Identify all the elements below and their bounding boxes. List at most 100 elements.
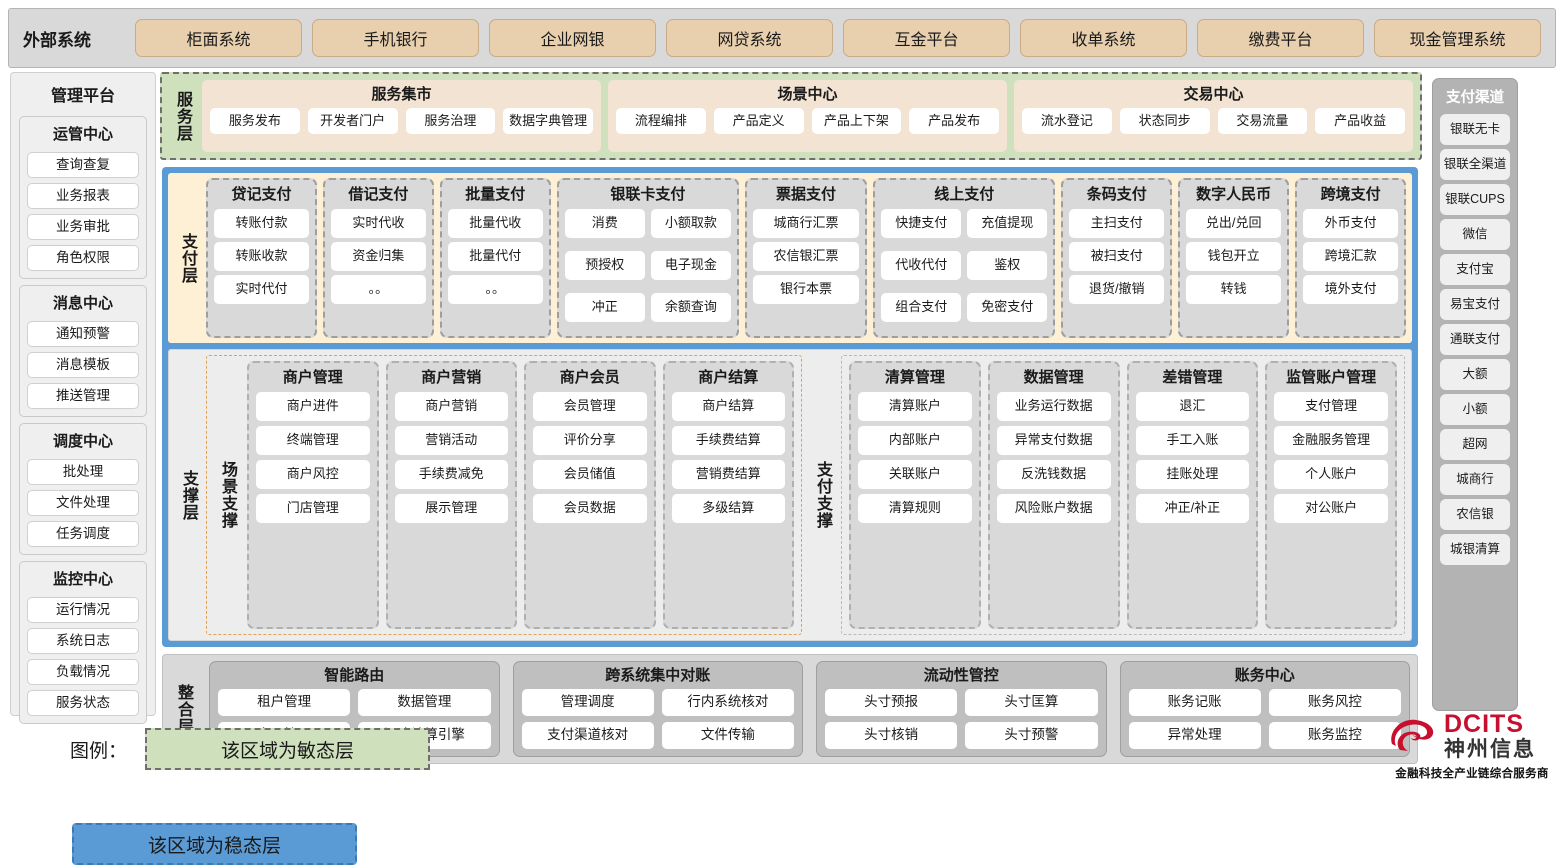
support-item[interactable]: 退汇 <box>1135 392 1250 421</box>
external-system-chip[interactable]: 收单系统 <box>1020 19 1187 57</box>
support-item[interactable]: 金融服务管理 <box>1274 426 1388 455</box>
payment-channel-item[interactable]: 超网 <box>1440 429 1510 460</box>
support-item[interactable]: 营销费结算 <box>671 460 785 489</box>
payment-item[interactable]: 兑出/兑回 <box>1186 209 1282 238</box>
payment-item[interactable]: 转账收款 <box>214 242 309 271</box>
payment-item[interactable]: 农信银汇票 <box>752 242 860 271</box>
support-item[interactable]: 手续费减免 <box>394 460 508 489</box>
management-item[interactable]: 负载情况 <box>27 659 139 685</box>
integration-item[interactable]: 管理调度 <box>521 689 654 716</box>
service-item[interactable]: 产品上下架 <box>811 108 902 134</box>
payment-channel-item[interactable]: 城商行 <box>1440 464 1510 495</box>
support-item[interactable]: 多级结算 <box>671 494 785 523</box>
external-system-chip[interactable]: 网贷系统 <box>666 19 833 57</box>
support-item[interactable]: 会员储值 <box>533 460 647 489</box>
payment-item[interactable]: 小额取款 <box>650 209 731 238</box>
service-item[interactable]: 产品收益 <box>1315 108 1405 134</box>
support-item[interactable]: 冲正/补正 <box>1135 494 1250 523</box>
payment-item[interactable]: 退货/撤销 <box>1069 275 1165 304</box>
payment-item[interactable]: 外币支付 <box>1303 209 1399 238</box>
payment-item[interactable]: 城商行汇票 <box>752 209 860 238</box>
support-item[interactable]: 终端管理 <box>256 426 370 455</box>
payment-channel-item[interactable]: 通联支付 <box>1440 324 1510 355</box>
support-item[interactable]: 展示管理 <box>394 494 508 523</box>
management-item[interactable]: 服务状态 <box>27 690 139 716</box>
management-item[interactable]: 角色权限 <box>27 245 139 271</box>
support-item[interactable]: 业务运行数据 <box>996 392 1111 421</box>
payment-item[interactable]: 批量代付 <box>447 242 543 271</box>
payment-item[interactable]: 余额查询 <box>650 293 731 322</box>
integration-item[interactable]: 头寸匡算 <box>965 689 1098 716</box>
support-item[interactable]: 内部账户 <box>858 426 972 455</box>
payment-channel-item[interactable]: 银联全渠道 <box>1440 149 1510 180</box>
management-item[interactable]: 通知预警 <box>27 321 139 347</box>
payment-channel-item[interactable]: 城银清算 <box>1440 534 1510 565</box>
payment-item[interactable]: 跨境汇款 <box>1303 242 1399 271</box>
payment-item[interactable]: 组合支付 <box>881 293 962 322</box>
support-item[interactable]: 会员数据 <box>533 494 647 523</box>
payment-item[interactable]: 电子现金 <box>650 251 731 280</box>
payment-channel-item[interactable]: 小额 <box>1440 394 1510 425</box>
payment-channel-item[interactable]: 大额 <box>1440 359 1510 390</box>
management-item[interactable]: 推送管理 <box>27 383 139 409</box>
payment-channel-item[interactable]: 易宝支付 <box>1440 289 1510 320</box>
integration-item[interactable]: 头寸预警 <box>965 722 1098 749</box>
support-item[interactable]: 风险账户数据 <box>996 494 1111 523</box>
service-item[interactable]: 产品发布 <box>909 108 999 134</box>
payment-item[interactable]: 转账付款 <box>214 209 309 238</box>
payment-channel-item[interactable]: 农信银 <box>1440 499 1510 530</box>
payment-item[interactable]: 资金归集 <box>330 242 426 271</box>
support-item[interactable]: 异常支付数据 <box>996 426 1111 455</box>
support-item[interactable]: 对公账户 <box>1274 494 1388 523</box>
payment-item[interactable]: 实时代收 <box>330 209 426 238</box>
integration-item[interactable]: 租户管理 <box>218 689 351 716</box>
payment-item[interactable]: 消费 <box>564 209 645 238</box>
integration-item[interactable]: 数据管理 <box>358 689 491 716</box>
payment-item[interactable]: 主扫支付 <box>1069 209 1165 238</box>
payment-item[interactable]: 充值提现 <box>967 209 1048 238</box>
support-item[interactable]: 营销活动 <box>394 426 508 455</box>
management-item[interactable]: 批处理 <box>27 459 139 485</box>
service-item[interactable]: 流程编排 <box>616 108 706 134</box>
payment-channel-item[interactable]: 银联无卡 <box>1440 114 1510 145</box>
support-item[interactable]: 商户进件 <box>256 392 370 421</box>
support-item[interactable]: 商户营销 <box>394 392 508 421</box>
payment-item[interactable]: 被扫支付 <box>1069 242 1165 271</box>
management-item[interactable]: 任务调度 <box>27 521 139 547</box>
management-item[interactable]: 消息模板 <box>27 352 139 378</box>
support-item[interactable]: 清算规则 <box>858 494 972 523</box>
payment-item[interactable]: 转钱 <box>1186 275 1282 304</box>
service-item[interactable]: 状态同步 <box>1119 108 1210 134</box>
integration-item[interactable]: 支付渠道核对 <box>521 722 654 749</box>
payment-item[interactable]: 批量代收 <box>447 209 543 238</box>
external-system-chip[interactable]: 手机银行 <box>312 19 479 57</box>
management-item[interactable]: 运行情况 <box>27 597 139 623</box>
support-item[interactable]: 手工入账 <box>1135 426 1250 455</box>
support-item[interactable]: 清算账户 <box>858 392 972 421</box>
payment-item[interactable]: 银行本票 <box>752 275 860 304</box>
payment-channel-item[interactable]: 微信 <box>1440 219 1510 250</box>
support-item[interactable]: 关联账户 <box>858 460 972 489</box>
payment-item[interactable]: 代收代付 <box>881 251 962 280</box>
external-system-chip[interactable]: 缴费平台 <box>1197 19 1364 57</box>
support-item[interactable]: 反洗钱数据 <box>996 460 1111 489</box>
payment-item[interactable]: 境外支付 <box>1303 275 1399 304</box>
payment-channel-item[interactable]: 支付宝 <box>1440 254 1510 285</box>
support-item[interactable]: 手续费结算 <box>671 426 785 455</box>
payment-item[interactable]: 钱包开立 <box>1186 242 1282 271</box>
service-item[interactable]: 数据字典管理 <box>503 108 593 134</box>
support-item[interactable]: 支付管理 <box>1274 392 1388 421</box>
management-item[interactable]: 业务报表 <box>27 183 139 209</box>
support-item[interactable]: 门店管理 <box>256 494 370 523</box>
integration-item[interactable]: 头寸核销 <box>825 722 958 749</box>
payment-item[interactable]: 实时代付 <box>214 275 309 304</box>
service-item[interactable]: 服务治理 <box>405 108 496 134</box>
support-item[interactable]: 挂账处理 <box>1135 460 1250 489</box>
external-system-chip[interactable]: 互金平台 <box>843 19 1010 57</box>
payment-channel-item[interactable]: 银联CUPS <box>1440 184 1510 215</box>
payment-item[interactable]: 预授权 <box>564 251 645 280</box>
integration-item[interactable]: 账务记账 <box>1128 689 1261 716</box>
support-item[interactable]: 评价分享 <box>533 426 647 455</box>
payment-item[interactable]: 快捷支付 <box>881 209 962 238</box>
support-item[interactable]: 商户结算 <box>671 392 785 421</box>
